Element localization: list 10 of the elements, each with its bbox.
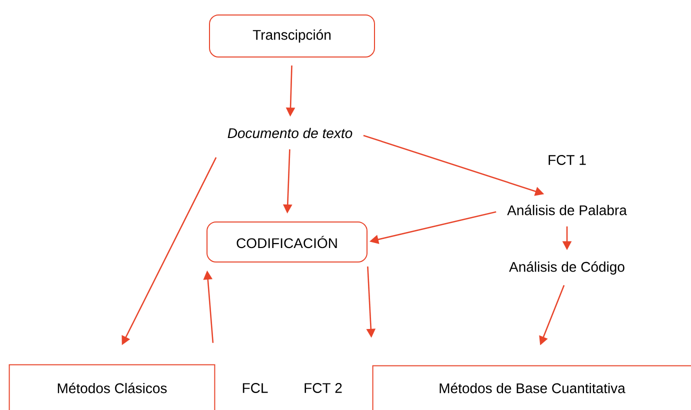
rounded-box: Transcipción [209, 14, 375, 58]
label-text: FCT 2 [304, 383, 342, 393]
node-text: Análisis de Código [509, 261, 624, 275]
open-box: Métodos de Base Cuantitativa [372, 365, 691, 410]
node-text: Análisis de Palabra [507, 204, 627, 216]
label-text: FCT 1 [548, 155, 586, 165]
open-box: Métodos Clásicos [8, 364, 216, 410]
node-text: Documento de texto [228, 128, 352, 138]
rounded-box: CODIFICACIÓN [206, 222, 368, 262]
label-text: FCL [242, 383, 268, 393]
